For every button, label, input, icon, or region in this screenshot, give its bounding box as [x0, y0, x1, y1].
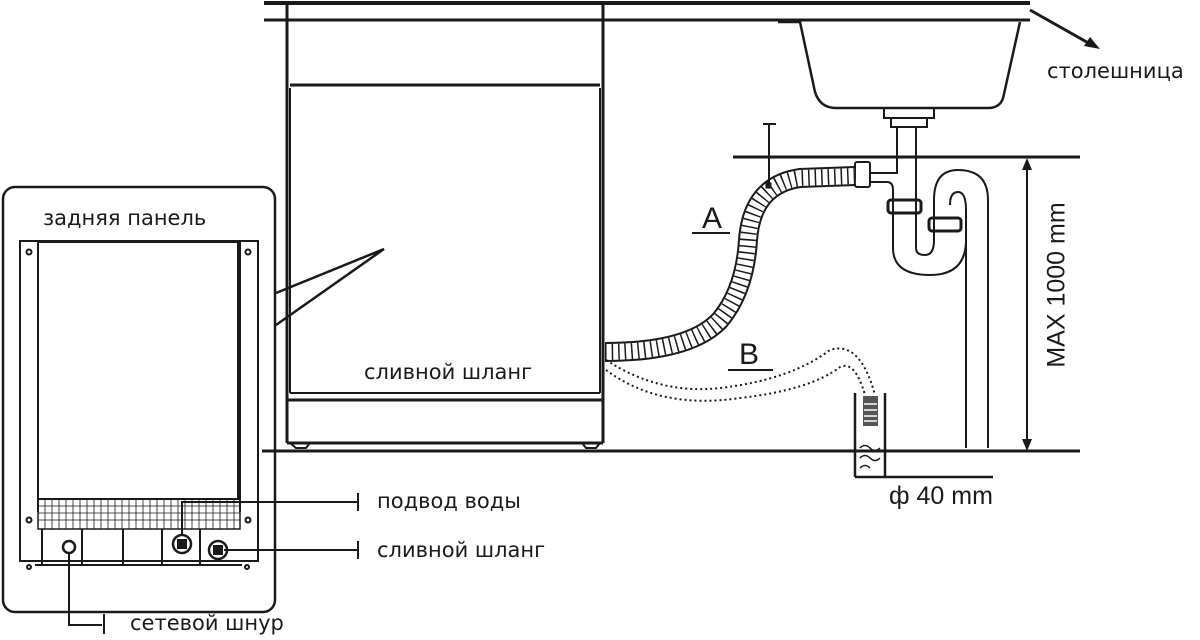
drain-hose-callout-label: сливной шланг: [377, 538, 546, 562]
position-b-label: B: [739, 338, 760, 371]
siphon: [854, 127, 989, 448]
callout-leaders: [68, 493, 359, 634]
water-waves-icon: [859, 444, 881, 469]
power-cord-label: сетевой шнур: [130, 611, 284, 635]
drain-hose-b: [605, 347, 876, 402]
drain-hose-front-label: сливной шланг: [364, 360, 533, 384]
back-panel-frame: [1, 185, 277, 614]
diameter-label: ф 40 mm: [889, 482, 993, 510]
drain-hose-a: [604, 166, 856, 362]
countertop: [264, 1, 1030, 22]
back-panel-title: задняя панель: [43, 206, 207, 230]
standpipe: [853, 393, 993, 479]
callout-pointer: [275, 247, 385, 327]
sink-bowl: [778, 20, 1022, 110]
position-a-label: A: [702, 202, 723, 235]
max-height-dimension: [1022, 158, 1032, 451]
mesh-verticals: [44, 499, 235, 529]
water-inlet-label: подвод воды: [377, 489, 521, 513]
position-a-marker: [763, 123, 776, 189]
power-cord-connector: [61, 539, 77, 555]
countertop-label: столешница: [1047, 59, 1184, 83]
back-panel: [19, 240, 259, 570]
countertop-arrow: [1029, 8, 1100, 49]
sink-outlet: [883, 107, 935, 119]
max-height-label: MAX 1000 mm: [1042, 202, 1071, 368]
dishwasher: [285, 3, 605, 449]
